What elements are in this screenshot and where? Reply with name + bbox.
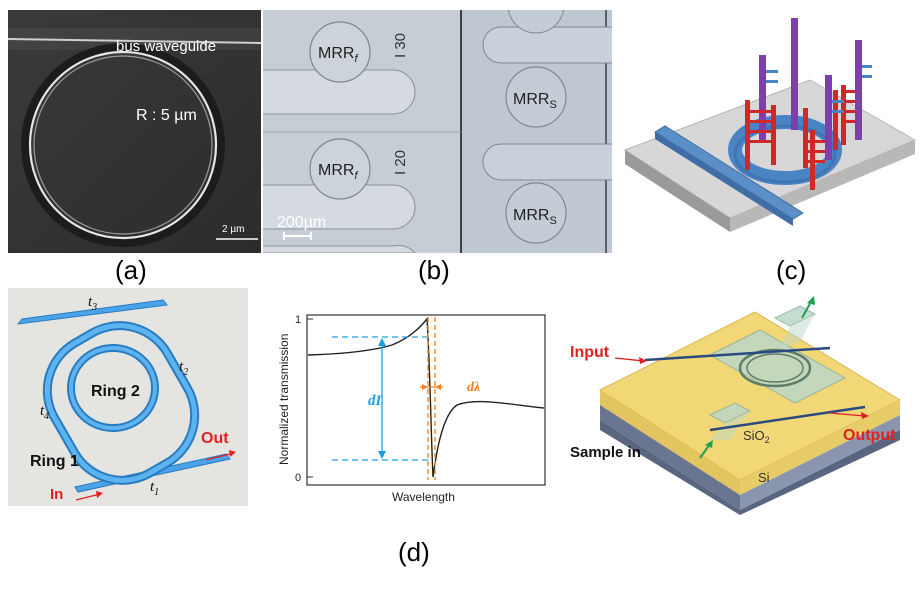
- input-label: Input: [570, 344, 610, 361]
- t4-label: t4: [40, 403, 49, 422]
- mrr-f-ring-bottom: [309, 138, 371, 200]
- t2-label: t2: [179, 359, 188, 378]
- microring: [28, 50, 218, 240]
- si-layer-right: [740, 415, 900, 510]
- mrr-s-ring-top: [505, 66, 567, 128]
- scale-label: 2 µm: [222, 224, 244, 235]
- panel-coupled-rings: t3 t2 t4 t1 Ring 2 Ring 1 Out In: [8, 288, 248, 506]
- panel-a-sem-image: bus waveguide R : 5 µm 2 µm: [8, 10, 261, 253]
- mrr-s-label-bottom: MRRS: [513, 207, 557, 227]
- x-axis-label: Wavelength: [392, 490, 455, 504]
- di-label: dI: [368, 393, 383, 409]
- mark-20: I 20: [392, 150, 409, 175]
- transmission-curve: [307, 317, 545, 478]
- t1-label: t1: [150, 479, 159, 498]
- y-axis-label: Normalized transmission: [277, 334, 291, 465]
- ytick-0: 0: [295, 472, 301, 484]
- radius-label: R : 5 µm: [136, 107, 197, 124]
- ring1-label: Ring 1: [30, 453, 79, 470]
- out-label: Out: [201, 430, 229, 447]
- panel-c-schematic: [615, 10, 924, 253]
- sio2-label: SiO2: [743, 428, 770, 445]
- mark-30: I 30: [392, 33, 409, 58]
- waveguide-top: [16, 299, 168, 325]
- in-arrow: [75, 493, 101, 501]
- caption-a: (a): [115, 255, 147, 285]
- mrr-s-ring-bottom: [505, 182, 567, 244]
- mrr-f-label-top: MRRf: [318, 45, 358, 65]
- output-label: Output: [843, 427, 896, 444]
- caption-c: (c): [776, 255, 807, 285]
- probe-molecules: [745, 18, 872, 190]
- bus-waveguide-line: [8, 38, 261, 44]
- mrr-f-label-bottom: MRRf: [318, 162, 358, 182]
- caption-d: (d): [398, 537, 430, 567]
- in-label: In: [50, 486, 63, 503]
- scale-label-b: 200µm: [277, 214, 326, 231]
- input-waveguide: [644, 346, 831, 362]
- si-label: Si: [758, 470, 770, 485]
- panel-d-spectrum: 1 0 Normalized transmission Wavelength d…: [272, 305, 552, 510]
- bus-waveguide-label: bus waveguide: [116, 38, 216, 55]
- plot-frame: [306, 314, 546, 486]
- ytick-1: 1: [295, 314, 301, 326]
- output-waveguide: [709, 405, 866, 432]
- t3-label: t3: [88, 294, 97, 313]
- sample-in-label: Sample in: [570, 444, 641, 461]
- mrr-s-label-top: MRRS: [513, 91, 557, 111]
- si-layer-left: [600, 405, 740, 510]
- out-arrow: [205, 452, 235, 461]
- caption-b: (b): [418, 255, 450, 285]
- ring2-label: Ring 2: [91, 383, 140, 400]
- sensor-ring: [738, 348, 812, 388]
- panel-sensor-chip: Input Output Sample in SiO2 Si: [560, 290, 924, 515]
- mrr-f-ring-top: [309, 21, 371, 83]
- dlambda-label: dλ: [467, 380, 480, 395]
- panel-b-micrograph: MRRf MRRf I 30 I 20 MRRS MRRS 200µm: [263, 10, 612, 253]
